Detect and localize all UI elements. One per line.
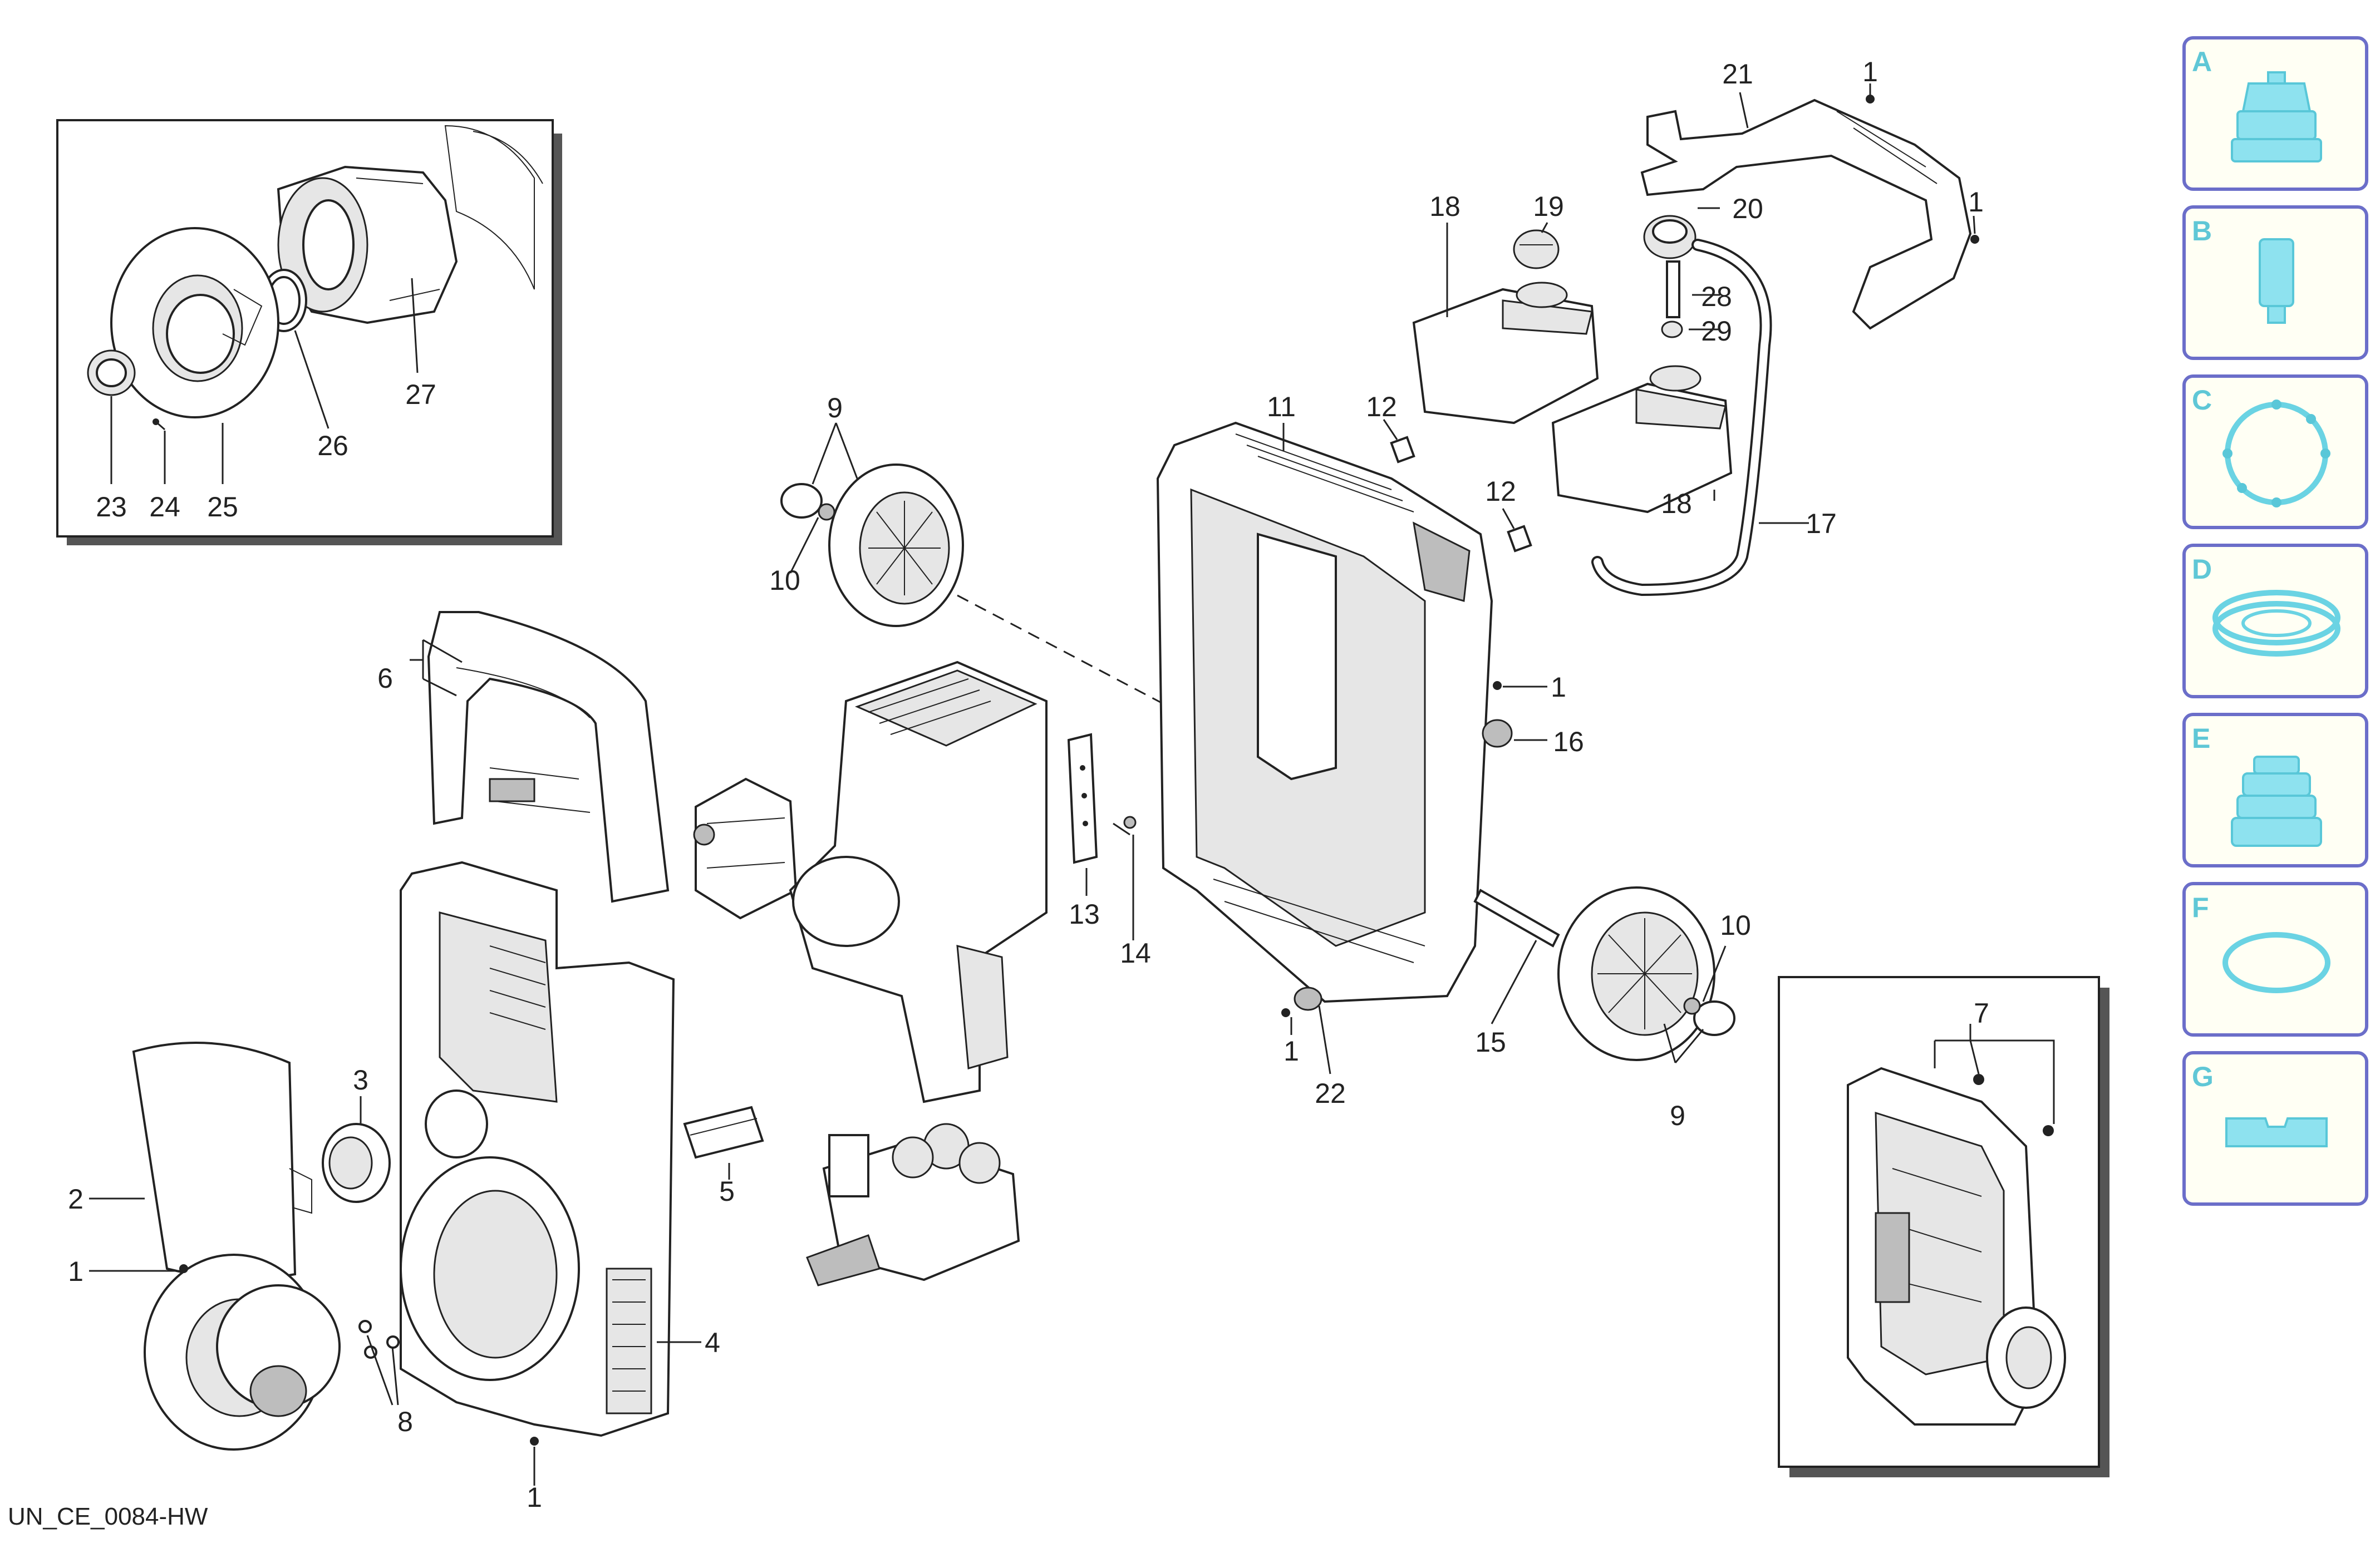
callout-9-left: 9 bbox=[827, 392, 843, 423]
callout-18-left: 18 bbox=[1429, 191, 1461, 222]
part-2-cover bbox=[132, 1042, 312, 1280]
tab-c[interactable]: C bbox=[2182, 374, 2368, 529]
part-9-right-wheel bbox=[1557, 886, 1735, 1061]
part-4-front-housing bbox=[400, 861, 675, 1437]
callout-numbers: 23 24 25 26 27 6 2 1 3 4 5 8 1 9 10 13 1… bbox=[68, 56, 1989, 1513]
callout-12-top: 12 bbox=[1366, 391, 1397, 422]
part-12-fittings bbox=[1390, 436, 1532, 553]
part-17-hose bbox=[1591, 239, 1772, 596]
o-ring-icon bbox=[2222, 400, 2330, 507]
callout-10-right: 10 bbox=[1720, 910, 1751, 941]
part-14-screw bbox=[1113, 816, 1137, 836]
callout-5: 5 bbox=[719, 1176, 735, 1207]
tab-d[interactable]: D bbox=[2182, 544, 2368, 698]
tab-b-letter: B bbox=[2192, 215, 2212, 246]
callout-18-right: 18 bbox=[1661, 488, 1692, 519]
callout-22: 22 bbox=[1315, 1078, 1346, 1109]
tab-e-letter: E bbox=[2192, 723, 2210, 754]
callout-13: 13 bbox=[1069, 899, 1100, 930]
part-25-reel-plate bbox=[110, 227, 279, 418]
part-24-screw bbox=[153, 418, 165, 431]
part-9-left-wheel bbox=[780, 464, 964, 627]
part-28-pin bbox=[1666, 260, 1680, 318]
callout-26: 26 bbox=[317, 430, 348, 461]
part-16-knob bbox=[1482, 719, 1513, 748]
tab-g[interactable]: G bbox=[2182, 1051, 2368, 1206]
callout-3: 3 bbox=[353, 1064, 368, 1096]
callout-23: 23 bbox=[96, 491, 127, 522]
part-20-filter bbox=[1643, 215, 1697, 259]
callout-1-bottom: 1 bbox=[527, 1482, 542, 1513]
pressure-switch bbox=[693, 777, 798, 920]
callout-28: 28 bbox=[1701, 281, 1732, 312]
callout-24: 24 bbox=[149, 491, 180, 522]
part-19-cap bbox=[1513, 229, 1560, 269]
callout-7: 7 bbox=[1974, 998, 1989, 1029]
part-23-knob bbox=[87, 349, 136, 396]
callout-8: 8 bbox=[397, 1406, 413, 1437]
inset-frame-screws bbox=[1778, 976, 2109, 1477]
tab-a-letter: A bbox=[2192, 46, 2212, 77]
callout-16: 16 bbox=[1553, 726, 1584, 757]
callout-19: 19 bbox=[1533, 191, 1564, 222]
part-6-handle bbox=[427, 611, 670, 903]
callout-25: 25 bbox=[207, 491, 238, 522]
part-13-plate bbox=[1067, 733, 1098, 864]
kit-tabs[interactable]: A B C bbox=[2182, 36, 2368, 1206]
tab-c-letter: C bbox=[2192, 384, 2212, 416]
nozzle-icon bbox=[2231, 71, 2322, 162]
callout-20: 20 bbox=[1732, 193, 1763, 224]
callout-14: 14 bbox=[1120, 938, 1151, 969]
seal-ring-icon bbox=[2212, 590, 2340, 657]
part-1-screws bbox=[179, 95, 1979, 1446]
cartridge-icon bbox=[2259, 238, 2294, 324]
front-hose-reel bbox=[144, 1254, 341, 1451]
bellows-icon bbox=[2231, 756, 2322, 847]
tab-b[interactable]: B bbox=[2182, 205, 2368, 360]
callout-1-bracket-side: 1 bbox=[1968, 186, 1984, 218]
inset-hose-reel bbox=[56, 119, 562, 545]
callout-15: 15 bbox=[1475, 1027, 1506, 1058]
callout-1-cover: 1 bbox=[68, 1256, 83, 1287]
drawing-code: UN_CE_0084-HW bbox=[8, 1503, 208, 1530]
callout-1-frame: 1 bbox=[1551, 672, 1566, 703]
pump-unit bbox=[806, 1123, 1020, 1286]
callout-1-base: 1 bbox=[1284, 1036, 1299, 1067]
tab-g-letter: G bbox=[2192, 1061, 2214, 1092]
gasket-icon bbox=[2222, 932, 2330, 993]
part-21-bracket bbox=[1640, 98, 1972, 330]
part-22-clip bbox=[1294, 987, 1322, 1011]
callout-2: 2 bbox=[68, 1184, 83, 1215]
part-29-fitting bbox=[1661, 321, 1683, 338]
callout-9-right: 9 bbox=[1670, 1100, 1685, 1131]
callout-10-left: 10 bbox=[769, 565, 800, 596]
motor-unit bbox=[789, 660, 1048, 1103]
part-15-axle bbox=[1473, 889, 1560, 948]
clip-icon bbox=[2225, 1117, 2328, 1147]
part-18-tank-left bbox=[1412, 282, 1599, 425]
tab-e[interactable]: E bbox=[2182, 713, 2368, 867]
callout-1-bracket-top: 1 bbox=[1862, 56, 1878, 87]
part-5-strip bbox=[683, 1106, 764, 1159]
part-11-main-frame bbox=[1156, 421, 1493, 1003]
part-3-knob bbox=[322, 1123, 391, 1203]
tab-d-letter: D bbox=[2192, 554, 2212, 585]
callout-17: 17 bbox=[1806, 508, 1837, 539]
tab-f-letter: F bbox=[2192, 892, 2209, 923]
part-8-screws bbox=[358, 1320, 400, 1359]
callout-6: 6 bbox=[377, 663, 393, 694]
callout-11: 11 bbox=[1267, 391, 1296, 422]
tab-a[interactable]: A bbox=[2182, 36, 2368, 191]
tab-f[interactable]: F bbox=[2182, 882, 2368, 1037]
callout-4: 4 bbox=[705, 1327, 720, 1358]
leader-lines bbox=[89, 83, 1976, 1486]
part-18-tank-right bbox=[1551, 365, 1733, 514]
callout-12-side: 12 bbox=[1485, 476, 1516, 507]
callout-29: 29 bbox=[1701, 315, 1732, 347]
callout-21: 21 bbox=[1722, 58, 1753, 90]
callout-27: 27 bbox=[405, 379, 436, 410]
